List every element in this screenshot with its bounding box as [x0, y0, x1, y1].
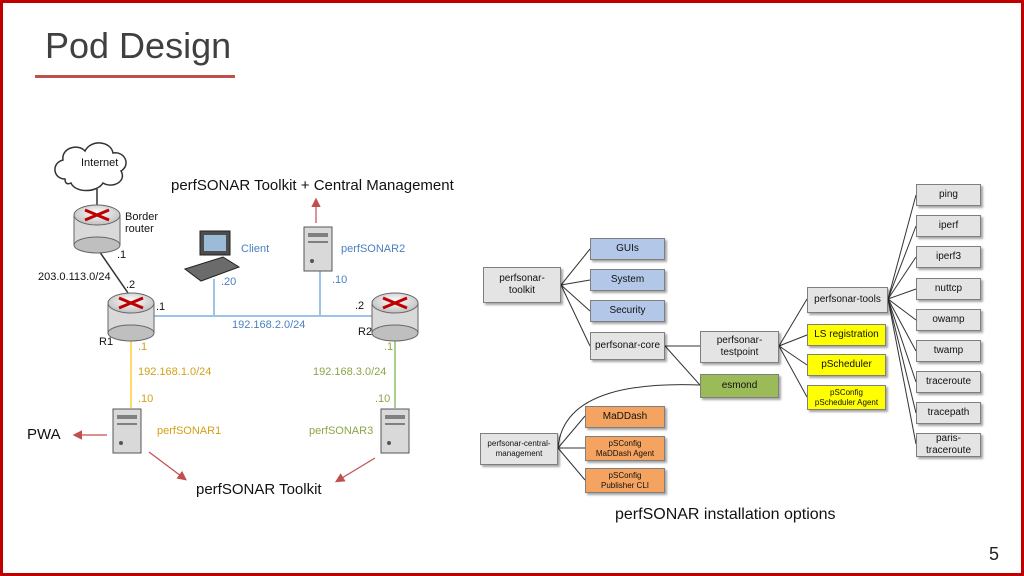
- subnet-r2-label: 192.168.3.0/24: [313, 366, 387, 378]
- option-esmond: esmond: [700, 374, 779, 398]
- option-pscheduler: pScheduler: [807, 354, 886, 376]
- option-system: System: [590, 269, 665, 291]
- internet-label: Internet: [81, 157, 119, 169]
- page-number: 5: [988, 544, 999, 564]
- option-maddash: MaDDash: [585, 406, 665, 428]
- server-perfsonar2-icon: [303, 226, 333, 272]
- addr-r1-2: .2: [126, 279, 136, 291]
- r1-label: R1: [99, 336, 114, 348]
- installation-options-tree: [557, 194, 917, 481]
- option-guis: GUIs: [590, 238, 665, 260]
- addr-border-1: .1: [117, 249, 127, 261]
- subnet-core-label: 192.168.2.0/24: [232, 319, 306, 331]
- server-perfsonar1-icon: [112, 408, 142, 454]
- subnet-r1-label: 192.168.1.0/24: [138, 366, 212, 378]
- title-underline: [35, 75, 235, 78]
- client-computer-icon: [183, 230, 241, 282]
- tool-item: owamp: [916, 309, 981, 331]
- border-router-label: Border router: [125, 211, 159, 235]
- router-r1-icon: [107, 292, 155, 342]
- option-psconfig-pscheduler-agent: pSConfig pScheduler Agent: [807, 385, 886, 410]
- perfsonar2-label: perfSONAR2: [341, 243, 406, 255]
- option-perfsonar-testpoint: perfsonar- testpoint: [700, 331, 779, 363]
- option-perfsonar-toolkit: perfsonar- toolkit: [483, 267, 561, 303]
- network-diagram: [54, 142, 419, 483]
- subnet-upstream-label: 203.0.113.0/24: [38, 271, 111, 283]
- server-perfsonar3-icon: [380, 408, 410, 454]
- addr-client: .20: [221, 276, 237, 288]
- pwa-label: PWA: [27, 426, 61, 443]
- option-perfsonar-central-management: perfsonar-central- management: [480, 433, 558, 465]
- tool-item: iperf: [916, 215, 981, 237]
- tool-item: tracepath: [916, 402, 981, 424]
- addr-ps2: .10: [332, 274, 348, 286]
- installation-options-caption: perfSONAR installation options: [615, 506, 836, 523]
- tool-item: twamp: [916, 340, 981, 362]
- perfsonar1-label: perfSONAR1: [157, 425, 222, 437]
- addr-ps3: .10: [375, 393, 391, 405]
- border-router-icon: [73, 204, 121, 254]
- option-perfsonar-core: perfsonar-core: [590, 332, 665, 360]
- tool-item: traceroute: [916, 371, 981, 393]
- toolkit-label: perfSONAR Toolkit: [196, 481, 322, 498]
- option-psconfig-publisher-cli: pSConfig Publisher CLI: [585, 468, 665, 493]
- router-r2-icon: [371, 292, 419, 342]
- r2-label: R2: [358, 326, 373, 338]
- option-perfsonar-tools: perfsonar-tools: [807, 287, 888, 313]
- option-psconfig-maddash-agent: pSConfig MaDDash Agent: [585, 436, 665, 461]
- option-ls-registration: LS registration: [807, 324, 886, 346]
- central-management-label: perfSONAR Toolkit + Central Management: [171, 177, 454, 194]
- addr-r2-down: .1: [384, 341, 394, 353]
- tool-item: ping: [916, 184, 981, 206]
- perfsonar3-label: perfSONAR3: [309, 425, 374, 437]
- option-security: Security: [590, 300, 665, 322]
- client-label: Client: [241, 243, 270, 255]
- tool-item: iperf3: [916, 246, 981, 268]
- tool-item: paris- traceroute: [916, 433, 981, 457]
- tool-item: nuttcp: [916, 278, 981, 300]
- internet-cloud-icon: [54, 142, 127, 192]
- addr-ps1: .10: [138, 393, 154, 405]
- addr-r2-core: .2: [355, 300, 365, 312]
- addr-r1-core: .1: [156, 301, 166, 313]
- addr-r1-down: .1: [138, 341, 148, 353]
- page-title: Pod Design: [45, 25, 232, 66]
